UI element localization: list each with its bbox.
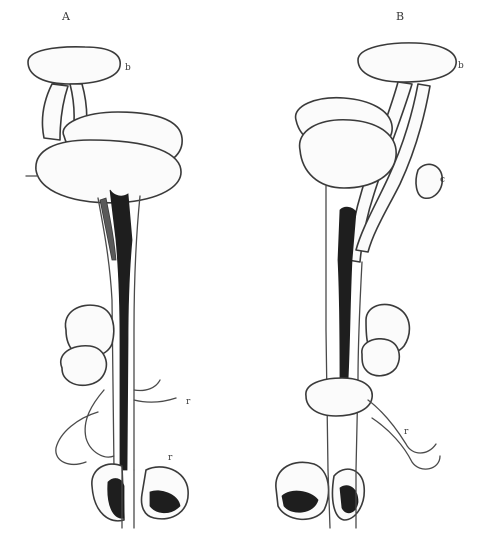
left-lower-lobe-2 xyxy=(61,346,107,386)
left-lower-branch-1 xyxy=(85,390,114,457)
right-side-lobe xyxy=(416,164,442,198)
left-side-fork xyxy=(134,380,176,402)
left-top-oval xyxy=(28,47,120,84)
left-panel-label: A xyxy=(61,10,71,23)
right-dark-trunk xyxy=(338,207,356,380)
left-bottom-label: r xyxy=(168,453,173,463)
right-main-body xyxy=(300,120,397,188)
right-top-oval xyxy=(358,43,456,82)
left-main-body xyxy=(36,140,181,203)
right-lower-lobe-2 xyxy=(362,339,399,376)
right-trunk-outline-1 xyxy=(326,186,328,470)
right-bottom-label: r xyxy=(404,427,409,437)
right-panel: B b c r xyxy=(276,10,464,528)
left-panel: A b r r xyxy=(26,10,191,528)
right-lower-oval xyxy=(306,378,372,416)
left-top-label: b xyxy=(125,63,131,73)
right-trunk-outline-2 xyxy=(356,262,362,470)
left-mid-label: r xyxy=(186,397,191,407)
right-panel-label: B xyxy=(396,10,404,23)
right-side-label: c xyxy=(440,175,445,185)
right-top-label: b xyxy=(458,61,464,71)
left-trunk-outline-2 xyxy=(134,196,140,470)
left-lower-branch-2 xyxy=(56,412,98,464)
